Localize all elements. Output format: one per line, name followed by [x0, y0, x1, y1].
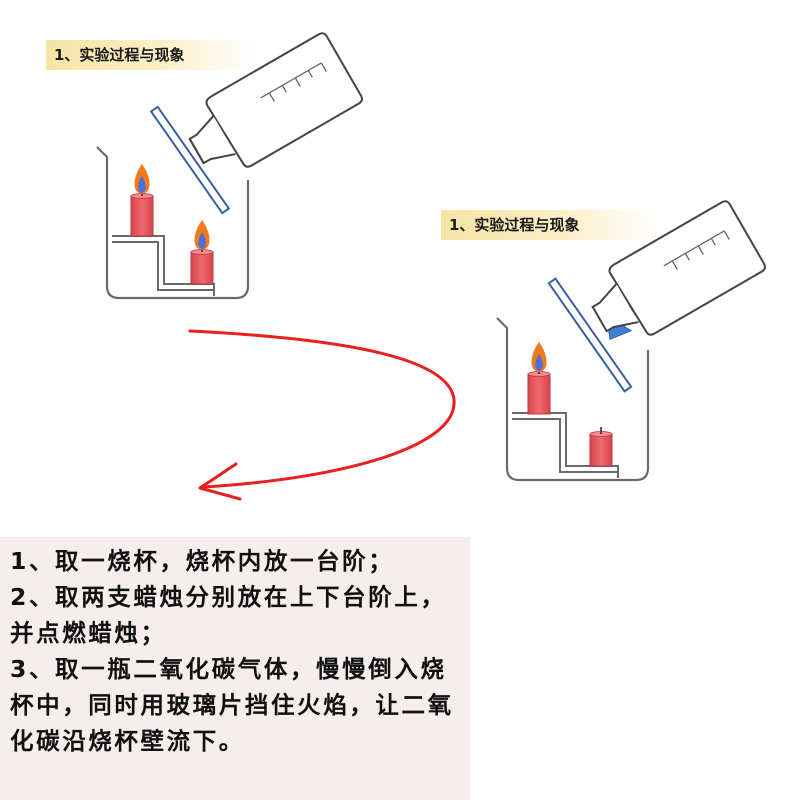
step-2: 2、取两支蜡烛分别放在上下台阶上，并点燃蜡烛；: [10, 583, 447, 647]
candle-lower-2-extinguished: [589, 427, 613, 467]
step-3: 3、取一瓶二氧化碳气体，慢慢倒入烧杯中，同时用玻璃片挡住火焰，让二氧化碳沿烧杯壁…: [10, 655, 454, 755]
panel-2-label: 1、实验过程与现象: [441, 210, 661, 240]
flame-lower-1: [194, 220, 210, 250]
candle-upper-2: [527, 368, 551, 415]
transition-arrow: [188, 329, 456, 501]
candle-upper-1: [130, 190, 154, 237]
gas-bottle-1: [188, 32, 363, 168]
panel-1-apparatus: [96, 32, 363, 300]
panel-1-label: 1、实验过程与现象: [46, 40, 256, 70]
flame-upper-1: [134, 164, 150, 194]
glass-plate-1: [149, 105, 231, 215]
flame-upper-2: [531, 342, 547, 372]
glass-plate-2: [547, 277, 633, 393]
procedure-text: 1、取一烧杯，烧杯内放一台阶； 2、取两支蜡烛分别放在上下台阶上，并点燃蜡烛； …: [0, 537, 470, 800]
candle-lower-1: [190, 246, 214, 285]
gas-bottle-2: [591, 200, 766, 336]
beaker-2: [496, 317, 650, 482]
beaker-1: [96, 146, 250, 300]
step-1: 1、取一烧杯，烧杯内放一台阶；: [10, 547, 395, 575]
panel-2-apparatus: [496, 200, 766, 482]
